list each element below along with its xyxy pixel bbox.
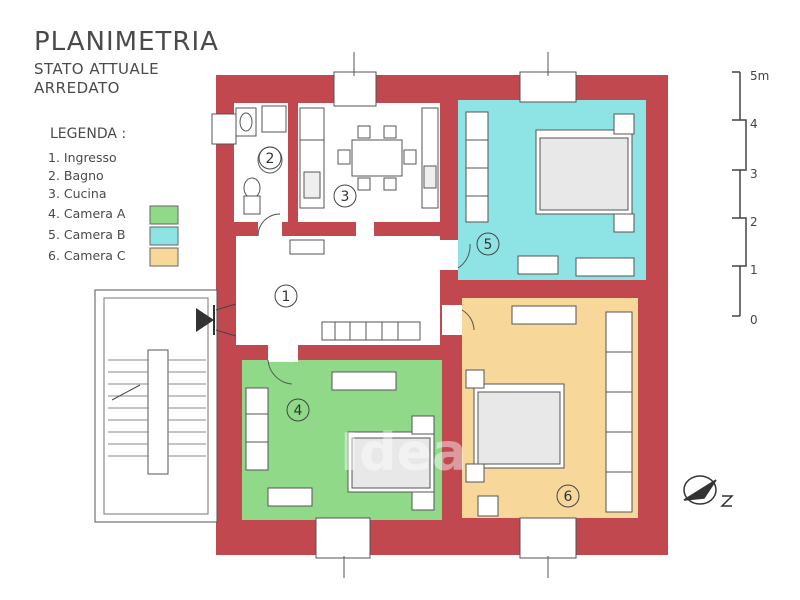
plan-subtitle-line-1: STATO ATTUALE [34, 60, 159, 78]
window-camera-b [519, 71, 577, 103]
room-number-3: 3 [341, 189, 350, 205]
scale-label-5m: 5m [750, 69, 769, 83]
kitchen-furniture [299, 107, 439, 209]
legend-swatch-camera-a [149, 205, 179, 225]
plan-subtitle-line-2: ARREDATO [34, 79, 120, 97]
camera-a-furniture [245, 371, 435, 511]
bathroom-fixtures [235, 105, 287, 215]
legend-item-1: 1. Ingresso [48, 150, 117, 165]
room-labels: 2 3 1 5 4 6 [258, 146, 580, 508]
window-camera-a [315, 517, 371, 559]
scale-label-0: 0 [750, 313, 758, 327]
window-camera-c [519, 517, 577, 559]
legend-title: LEGENDA : [50, 126, 126, 142]
window-kitchen [333, 71, 377, 107]
wardrobe-camera-c [605, 311, 633, 513]
legend-item-2: 2. Bagno [48, 168, 104, 183]
dining-table [351, 139, 403, 177]
plan-title: PLANIMETRIA [34, 27, 219, 57]
room-number-2: 2 [266, 151, 275, 167]
windows [211, 52, 577, 578]
scale-label-2: 2 [750, 215, 758, 229]
scale-label-3: 3 [750, 167, 758, 181]
watermark-text: Idea [340, 423, 467, 483]
camera-c-furniture [465, 305, 633, 517]
wardrobe-camera-b [465, 111, 489, 223]
scale-bar [732, 71, 747, 317]
legend-item-6: 6. Camera C [48, 248, 126, 263]
legend-swatch-camera-b [149, 226, 179, 246]
room-number-5: 5 [484, 237, 493, 253]
scale-label-4: 4 [750, 117, 758, 131]
legend-item-4: 4. Camera A [48, 206, 126, 221]
north-arrow-icon [683, 475, 734, 507]
room-number-6: 6 [564, 489, 573, 505]
camera-b-furniture [465, 111, 635, 277]
scale-label-1: 1 [750, 263, 758, 277]
window-bath [211, 113, 237, 145]
legend: LEGENDA : 1. Ingresso 2. Bagno 3. Cucina… [48, 126, 179, 267]
legend-swatch-camera-c [149, 247, 179, 267]
legend-item-3: 3. Cucina [48, 186, 106, 201]
room-number-4: 4 [294, 403, 303, 419]
room-ingresso [236, 236, 446, 345]
wardrobe-camera-a [245, 387, 269, 471]
room-number-1: 1 [282, 289, 291, 305]
entrance-door-icon [196, 303, 237, 337]
doors [257, 213, 475, 385]
legend-item-5: 5. Camera B [48, 227, 126, 242]
ingresso-furniture [289, 239, 421, 341]
